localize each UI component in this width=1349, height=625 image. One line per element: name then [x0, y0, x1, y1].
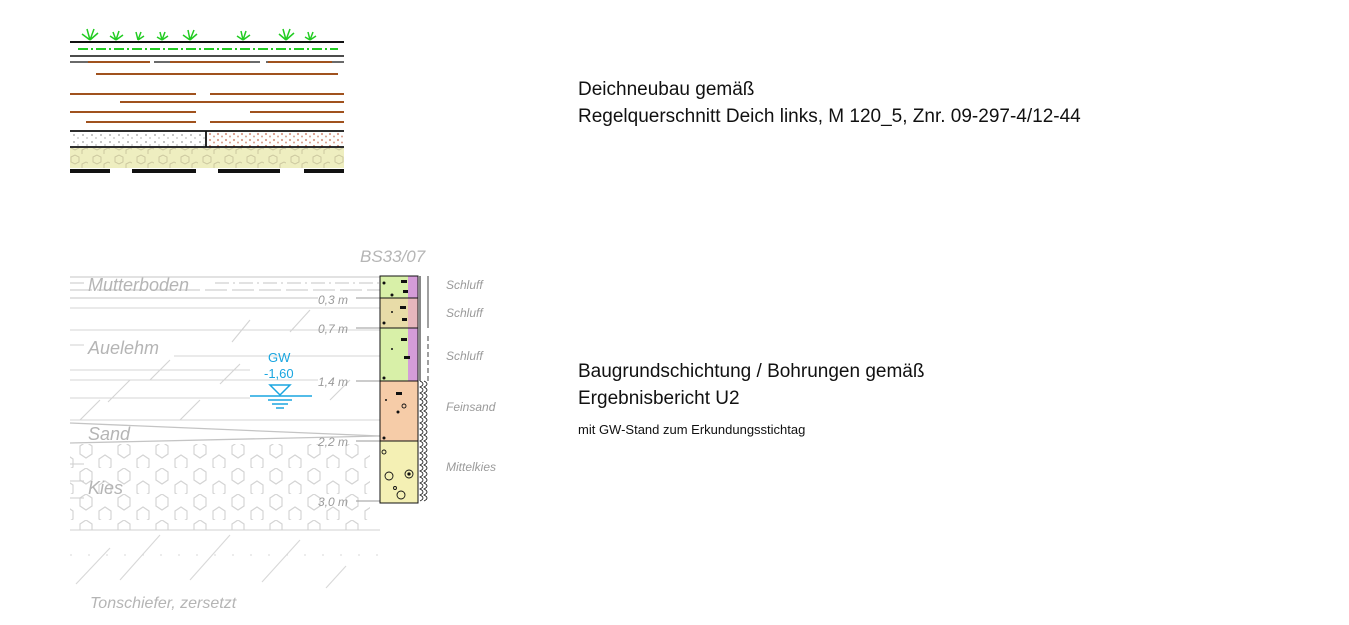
soil-label: Mittelkies [446, 460, 496, 474]
layer-label-sand: Sand [88, 424, 131, 444]
depth-label: 1,4 m [318, 375, 348, 389]
soil-label: Feinsand [446, 400, 496, 414]
grass-icon [81, 28, 317, 41]
depth-label: 0,3 m [318, 293, 348, 307]
depth-label: 2,2 m [317, 435, 348, 449]
water-level-icon [268, 384, 292, 397]
layer-label-mutterboden: Mutterboden [88, 275, 189, 295]
dike-symbol [70, 28, 344, 173]
soil-label: Schluff [446, 278, 484, 292]
layer-label-kies: Kies [88, 478, 123, 498]
depth-label: 0,7 m [318, 322, 348, 336]
depth-markers: 0,3 m 0,7 m 1,4 m 2,2 m 3,0 m [317, 293, 380, 509]
groundwater-marker: GW -1,60 [250, 350, 312, 409]
depth-label: 3,0 m [318, 495, 348, 509]
dike-legend-line1: Deichneubau gemäß [578, 79, 755, 100]
borehole-title: BS33/07 [360, 247, 426, 266]
subsoil-legend-line2: Ergebnisbericht U2 [578, 388, 740, 409]
subsoil-legend-line1: Baugrundschichtung / Bohrungen gemäß [578, 361, 925, 382]
soil-label: Schluff [446, 349, 484, 363]
soil-label: Schluff [446, 306, 484, 320]
borehole-column [379, 275, 429, 504]
gw-value: -1,60 [264, 366, 294, 381]
layer-label-auelehm: Auelehm [87, 338, 159, 358]
subsoil-legend-line3: mit GW-Stand zum Erkundungsstichtag [578, 422, 806, 437]
subsoil-profile [69, 276, 381, 589]
layer-label-tonschiefer: Tonschiefer, zersetzt [90, 595, 237, 612]
gw-label: GW [268, 350, 291, 365]
dike-legend-line2: Regelquerschnitt Deich links, M 120_5, Z… [578, 106, 1081, 127]
